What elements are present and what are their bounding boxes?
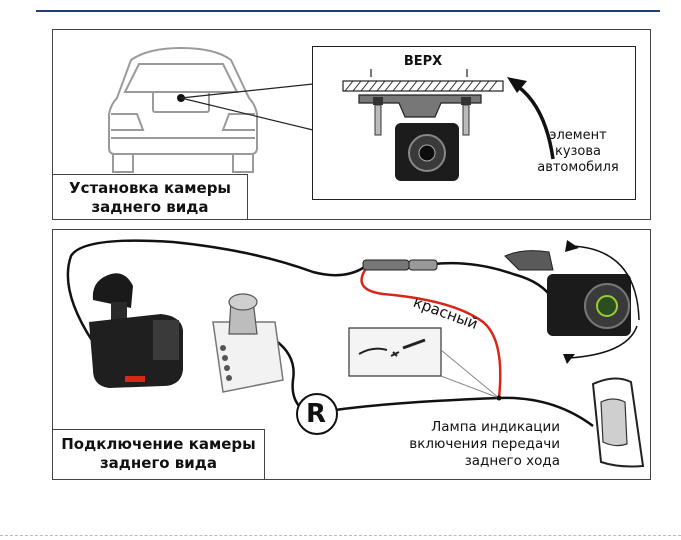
- lamp-label: Лампа индикации включения передачи задне…: [384, 419, 560, 470]
- installation-caption: Установка камеры заднего вида: [52, 174, 248, 220]
- tail-lamp: [593, 378, 643, 466]
- gear-shifter: [213, 294, 283, 392]
- body-label-line-3: автомобиля: [532, 160, 624, 176]
- footer-dotted-rule: [0, 535, 681, 536]
- mount-detail-inset: [312, 46, 636, 200]
- header-rule: [36, 10, 660, 12]
- installation-caption-line-2: заднего вида: [53, 198, 247, 217]
- installation-caption-line-1: Установка камеры: [53, 179, 247, 198]
- rear-camera: [505, 240, 639, 364]
- connection-caption-line-2: заднего вида: [53, 454, 264, 473]
- mount-detail-drawing: [313, 47, 637, 201]
- connection-caption-line-1: Подключение камеры: [53, 435, 264, 454]
- lamp-label-line-3: заднего хода: [384, 453, 560, 470]
- body-element-label: элемент кузова автомобиля: [532, 128, 624, 176]
- dashcam-device: [89, 273, 183, 388]
- connection-caption: Подключение камеры заднего вида: [52, 429, 265, 480]
- lamp-label-line-2: включения передачи: [384, 436, 560, 453]
- body-label-line-1: элемент: [532, 128, 624, 144]
- reverse-badge-label: R: [301, 399, 331, 429]
- inset-top-label: ВЕРХ: [398, 54, 448, 69]
- body-label-line-2: кузова: [532, 144, 624, 160]
- lamp-label-line-1: Лампа индикации: [384, 419, 560, 436]
- car-rear-drawing: [109, 48, 257, 172]
